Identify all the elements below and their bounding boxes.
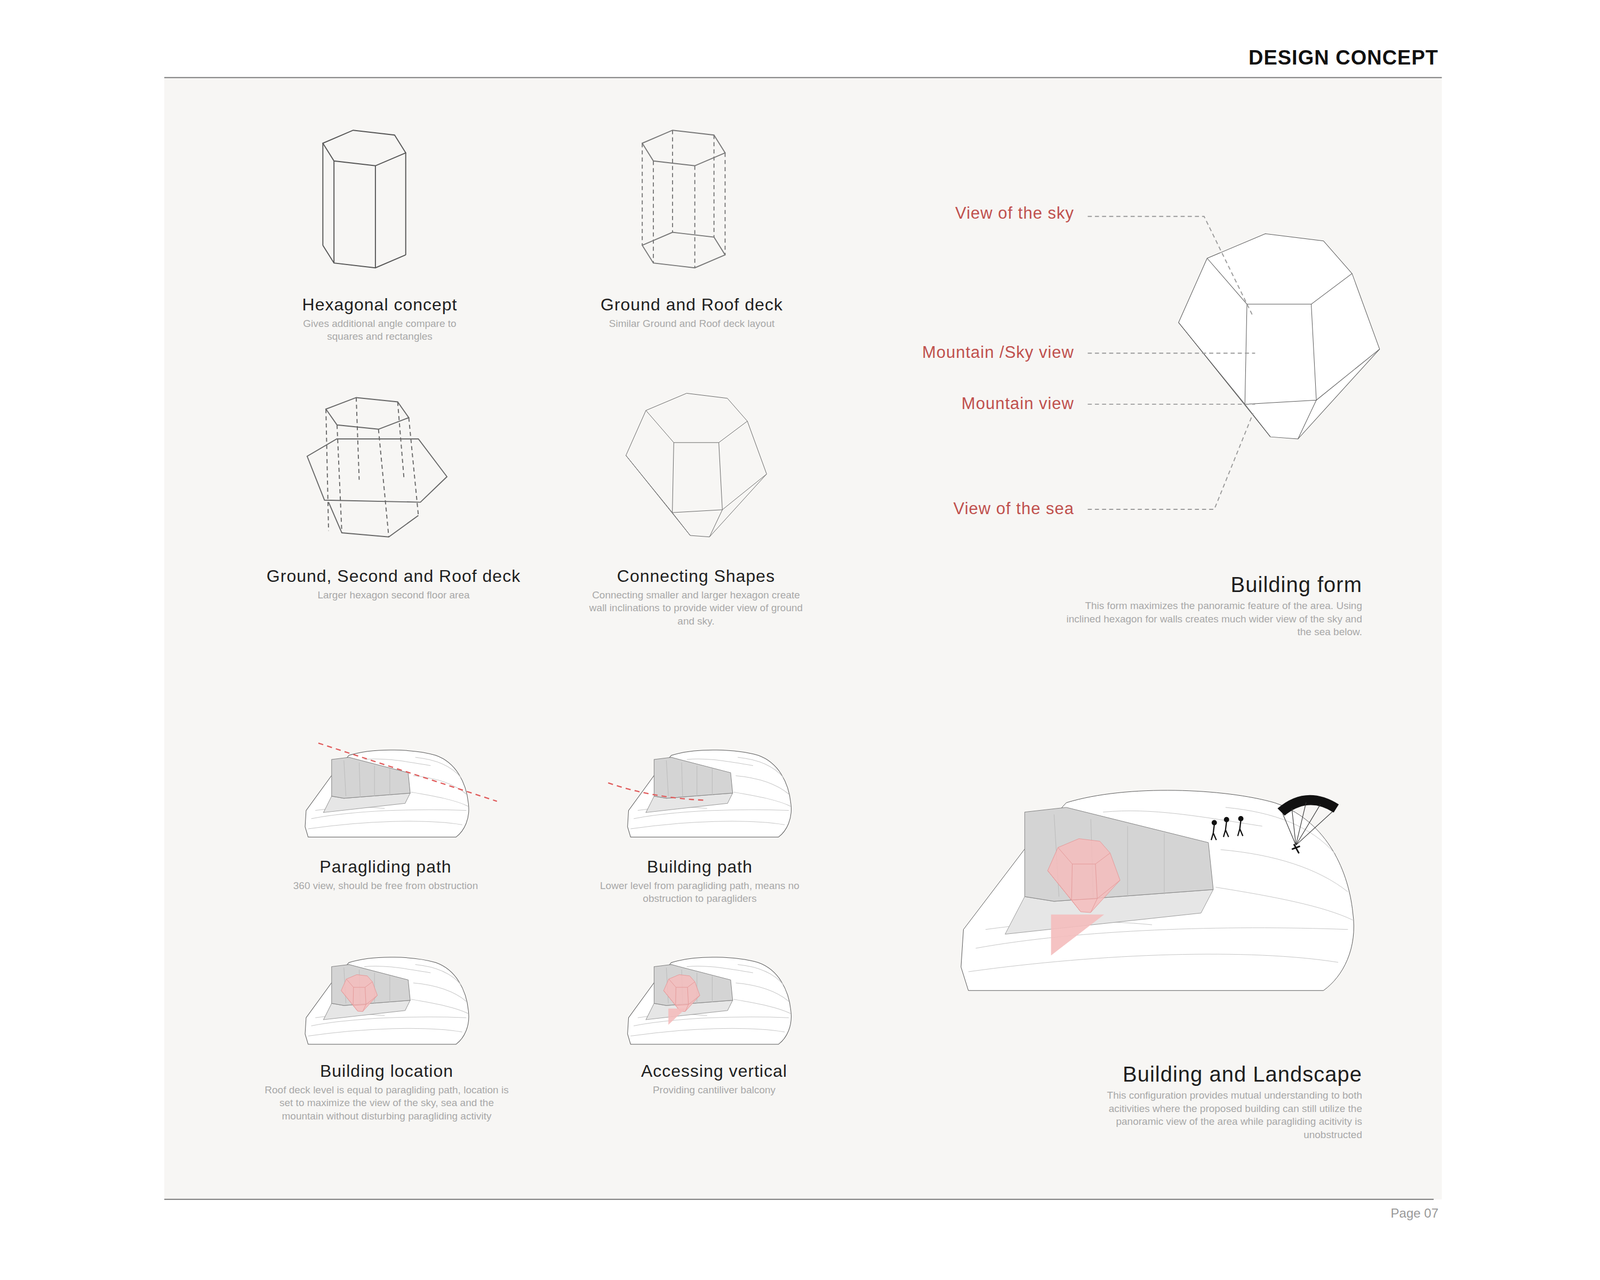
header-rule xyxy=(164,76,1442,78)
panel-heading: Connecting Shapes xyxy=(587,565,805,588)
view-label: Mountain view xyxy=(961,393,1075,414)
building-form xyxy=(1178,233,1380,439)
hill xyxy=(627,957,792,1045)
stacked-hexagons xyxy=(307,397,447,537)
panel-description: This configuration provides mutual under… xyxy=(1069,1089,1363,1142)
panel-heading: Hexagonal concept xyxy=(286,293,473,317)
view-label: Mountain /Sky view xyxy=(922,342,1075,363)
panel-heading: Building form xyxy=(1059,570,1363,599)
concept-panel: Accessing verticalProviding cantiliver b… xyxy=(605,1060,823,1097)
hill xyxy=(305,749,469,837)
view-label: View of the sky xyxy=(955,203,1075,223)
panel-description: Larger hexagon second floor area xyxy=(264,588,523,603)
hill xyxy=(627,749,792,837)
panel-description: Providing cantiliver balcony xyxy=(605,1083,823,1098)
building-mass xyxy=(341,974,378,1012)
panel-description: Connecting smaller and larger hexagon cr… xyxy=(587,588,805,629)
panel-heading: Accessing vertical xyxy=(605,1060,823,1083)
concept-panel: Building locationRoof deck level is equa… xyxy=(259,1060,515,1124)
balcony xyxy=(668,1008,686,1026)
hexagon-prism-dashed xyxy=(642,130,725,268)
panel-heading: Building location xyxy=(259,1060,515,1083)
building-mass xyxy=(1047,838,1120,913)
page-number: Page 07 xyxy=(1390,1205,1439,1222)
concept-panel: Connecting ShapesConnecting smaller and … xyxy=(587,565,805,629)
panel-heading: Building path xyxy=(596,856,804,879)
panel-ground xyxy=(164,78,1442,1199)
connected-hexagon-form xyxy=(626,393,767,537)
paraglider xyxy=(1277,795,1339,854)
people xyxy=(1211,816,1243,840)
building-mass xyxy=(663,974,700,1012)
footer-rule xyxy=(164,1198,1434,1200)
panel-heading: Building and Landscape xyxy=(1069,1060,1363,1088)
concept-panel: Building formThis form maximizes the pan… xyxy=(1059,570,1363,639)
panel-description: Roof deck level is equal to paragliding … xyxy=(259,1083,515,1124)
concept-panel: Paragliding path360 view, should be free… xyxy=(266,856,506,893)
hexagon-prism xyxy=(322,130,406,268)
building-path xyxy=(608,782,707,801)
concept-panel: Building pathLower level from paraglidin… xyxy=(596,856,804,906)
concept-panel: Ground and Roof deckSimilar Ground and R… xyxy=(577,293,806,331)
panel-heading: Paragliding path xyxy=(266,856,506,879)
panel-description: Lower level from paragliding path, means… xyxy=(596,879,804,906)
page-title: DESIGN CONCEPT xyxy=(1248,45,1439,71)
concept-panel: Ground, Second and Roof deckLarger hexag… xyxy=(264,565,523,602)
landscape xyxy=(961,790,1354,991)
panel-description: 360 view, should be free from obstructio… xyxy=(266,879,506,893)
view-label: View of the sea xyxy=(953,498,1075,519)
panel-heading: Ground, Second and Roof deck xyxy=(264,565,523,588)
panel-heading: Ground and Roof deck xyxy=(577,293,806,317)
panel-description: Gives additional angle compare to square… xyxy=(286,317,473,344)
paragliding-path xyxy=(318,742,498,802)
panel-description: This form maximizes the panoramic featur… xyxy=(1059,599,1363,639)
view-leaders xyxy=(1088,216,1256,510)
balcony xyxy=(1051,914,1104,956)
concept-panel: Building and LandscapeThis configuration… xyxy=(1069,1060,1363,1142)
panel-description: Similar Ground and Roof deck layout xyxy=(577,317,806,331)
hill xyxy=(305,957,469,1045)
concept-panel: Hexagonal conceptGives additional angle … xyxy=(286,293,473,344)
